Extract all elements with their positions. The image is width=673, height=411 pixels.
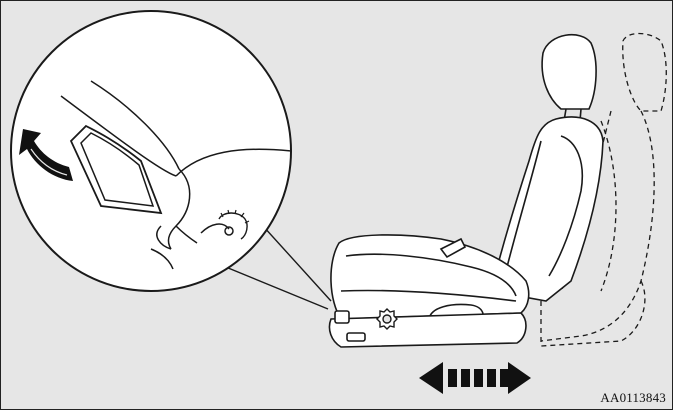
headrest xyxy=(542,35,596,109)
double-arrow-icon xyxy=(419,362,531,394)
seat-backrest xyxy=(491,35,603,301)
detail-magnifier xyxy=(11,11,291,291)
gear-icon xyxy=(377,309,397,329)
reference-code: AA0113843 xyxy=(600,390,666,406)
